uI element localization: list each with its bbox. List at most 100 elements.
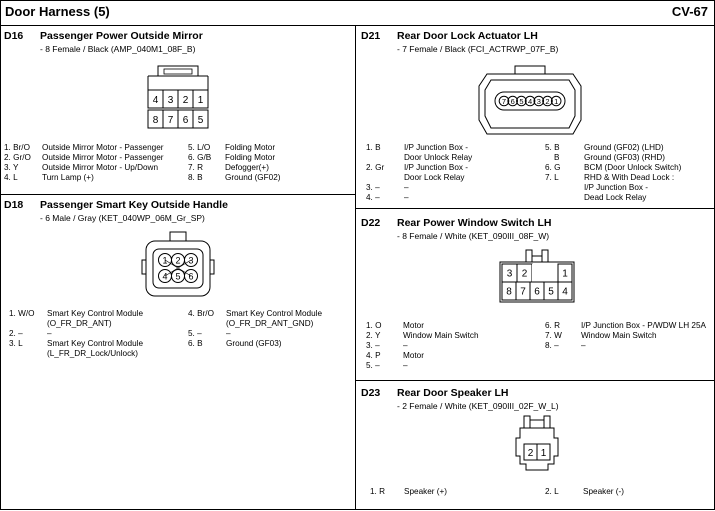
pin-description: Speaker (+) <box>404 487 448 496</box>
pin-description: Smart Key Control Module <box>226 309 323 318</box>
pin-number: 7. L <box>545 173 559 182</box>
pin-description: Motor <box>403 321 424 330</box>
pin-number: 7. R <box>188 163 204 172</box>
connector-title: Rear Power Window Switch LH <box>397 217 552 229</box>
pin-description: RHD & With Dead Lock : <box>584 173 675 182</box>
pin-number: 1. B <box>366 143 381 152</box>
pin-description: – <box>581 341 586 350</box>
pin-label: 3 <box>537 97 541 106</box>
pin-label: 1 <box>198 95 204 106</box>
pin-number: 2. Gr <box>366 163 385 172</box>
page-frame <box>0 24 715 510</box>
pin-description: Folding Motor <box>225 143 276 152</box>
section-divider-d21-d22 <box>356 208 714 209</box>
connector-id: D23 <box>361 387 381 399</box>
pin-description: Speaker (-) <box>583 487 624 496</box>
connector-d16-diagram: 4 3 2 1 8 7 6 5 <box>147 65 209 129</box>
pin-label: 4 <box>562 287 568 298</box>
connector-d23-diagram: 2 1 <box>515 415 559 471</box>
pin-description: I/P Junction Box - <box>404 163 469 172</box>
pin-label: 7 <box>168 115 174 126</box>
connector-id: D16 <box>4 30 24 42</box>
pin-label: 5 <box>519 97 523 106</box>
connector-spec: - 2 Female / White (KET_090III_02F_W_L) <box>397 401 559 411</box>
page-title: Door Harness (5) <box>5 4 110 19</box>
pin-number: 5. L/O <box>188 143 211 152</box>
pin-description: Door Unlock Relay <box>404 153 473 162</box>
section-divider-d16-d18 <box>0 194 356 195</box>
connector-d18-diagram: 1 2 3 4 5 6 <box>141 231 215 297</box>
pin-label: 8 <box>153 115 159 126</box>
pin-number: 5. B <box>545 143 560 152</box>
connector-title: Passenger Smart Key Outside Handle <box>40 199 228 211</box>
pin-description: Door Lock Relay <box>404 173 465 182</box>
pin-label: 5 <box>175 272 180 282</box>
section-divider-d22-d23 <box>356 380 714 381</box>
pin-label: 4 <box>153 95 159 106</box>
pin-label: 1 <box>541 448 547 459</box>
connector-title: Passenger Power Outside Mirror <box>40 30 203 42</box>
connector-title: Rear Door Lock Actuator LH <box>397 30 538 42</box>
pin-description: I/P Junction Box - <box>404 143 469 152</box>
pin-label: 2 <box>545 97 549 106</box>
pin-label: 8 <box>506 287 512 298</box>
pin-label: 6 <box>183 115 189 126</box>
pin-description: I/P Junction Box - P/WDW LH 25A <box>581 321 706 330</box>
pin-number: 1. R <box>370 487 386 496</box>
connector-d22-diagram: 3 2 1 8 7 6 5 4 <box>499 249 575 303</box>
pin-number: 3. – <box>366 341 380 350</box>
pin-number: 4. P <box>366 351 381 360</box>
pin-description: – <box>403 361 408 370</box>
connector-id: D22 <box>361 217 381 229</box>
pin-label: 5 <box>548 287 554 298</box>
pin-description: Smart Key Control Module <box>47 309 144 318</box>
pin-number: 2. Gr/O <box>4 153 31 162</box>
pin-description: Smart Key Control Module <box>47 339 144 348</box>
pin-number: B <box>554 153 560 162</box>
pin-number: 2. Y <box>366 331 381 340</box>
pin-label: 3 <box>507 269 513 280</box>
pin-description: Ground (GF03) (RHD) <box>584 153 665 162</box>
column-divider <box>355 25 356 510</box>
pin-number: 6. G <box>545 163 561 172</box>
pin-description: Ground (GF02) (LHD) <box>584 143 664 152</box>
connector-id: D21 <box>361 30 381 42</box>
pin-description: BCM (Door Unlock Switch) <box>584 163 682 172</box>
pin-number: 5. – <box>188 329 202 338</box>
connector-spec: - 8 Female / White (KET_090III_08F_W) <box>397 231 550 241</box>
pin-number: 3. Y <box>4 163 19 172</box>
pin-description: Folding Motor <box>225 153 276 162</box>
pin-label: 7 <box>520 287 526 298</box>
pin-number: 1. W/O <box>9 309 35 318</box>
pin-label: 6 <box>511 97 515 106</box>
pin-number: 8. – <box>545 341 559 350</box>
pin-number: 8. B <box>188 173 203 182</box>
connector-spec: - 6 Male / Gray (KET_040WP_06M_Gr_SP) <box>40 213 205 223</box>
connector-id: D18 <box>4 199 24 211</box>
pin-number: 3. – <box>366 183 380 192</box>
pin-number: 6. R <box>545 321 561 330</box>
pin-description: Outside Mirror Motor - Passenger <box>42 153 164 162</box>
pin-description: – <box>226 329 231 338</box>
pin-number: 2. – <box>9 329 23 338</box>
pin-description: Outside Mirror Motor - Up/Down <box>42 163 159 172</box>
pin-number: 5. – <box>366 361 380 370</box>
pin-number: 6. B <box>188 339 203 348</box>
pin-description: – <box>404 193 409 202</box>
pin-label: 6 <box>188 272 193 282</box>
pin-description: – <box>403 341 408 350</box>
pin-label: 6 <box>534 287 540 298</box>
pin-label: 2 <box>522 269 528 280</box>
pin-label: 2 <box>175 256 180 266</box>
page-header: Door Harness (5) CV-67 <box>0 0 715 26</box>
pin-number: 4. L <box>4 173 18 182</box>
pin-description: (O_FR_DR_ANT_GND) <box>226 319 314 328</box>
pin-label: 4 <box>528 97 532 106</box>
pin-description: Defogger(+) <box>225 163 269 172</box>
pin-description: (L_FR_DR_Lock/Unlock) <box>47 349 139 358</box>
pin-description: Ground (GF03) <box>226 339 282 348</box>
pin-description: Ground (GF02) <box>225 173 281 182</box>
pin-description: – <box>47 329 52 338</box>
pin-label: 7 <box>502 97 506 106</box>
